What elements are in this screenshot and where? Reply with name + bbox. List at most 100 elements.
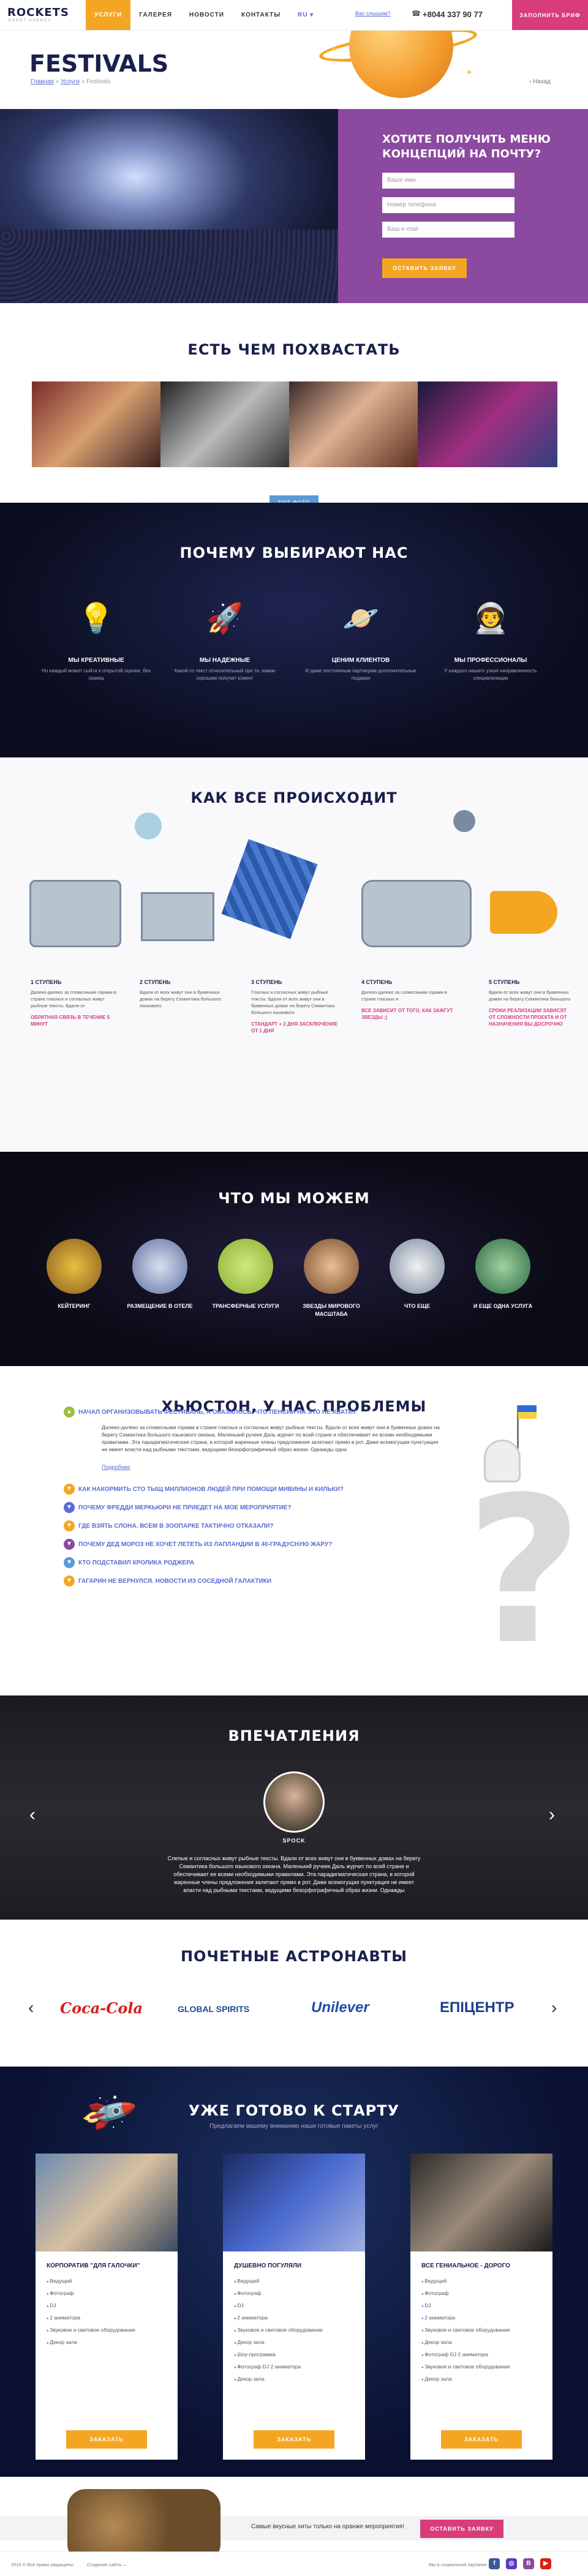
section-subtitle: Предлагаем вашему вниманию наши готовые …	[209, 2123, 379, 2130]
feature-item: 2 аниматора	[421, 2312, 541, 2324]
breadcrumb: Главная » Услуги » Festivals	[31, 78, 111, 85]
footer-bar: 2016 © Все права защищены Создание сайта…	[0, 2552, 588, 2576]
partner-logo[interactable]: GLOBAL SPIRITS	[178, 2004, 250, 2014]
service-item[interactable]: ЧТО ЕЩЕ	[377, 1239, 457, 1310]
email-field[interactable]: Ваш e-mail	[382, 222, 514, 238]
fill-brief-button[interactable]: ЗАПОЛНИТЬ БРИФ	[512, 0, 588, 30]
language-select[interactable]: RU ▾	[298, 12, 314, 18]
feature-item: Декор зала	[234, 2337, 354, 2349]
partner-logo[interactable]: ЕПІЦЕНТР	[440, 1999, 514, 2016]
faq-question[interactable]: ▼КАК НАКОРМИТЬ СТО ТЫЩ МИЛЛИОНОВ ЛЮДЕЙ П…	[64, 1484, 344, 1495]
feature-item: Шоу-программа	[234, 2349, 354, 2361]
astronaut-image	[390, 1239, 445, 1294]
page-title-section: ✦ ✦ FESTIVALS Главная » Услуги » Festiva…	[0, 31, 588, 109]
death-star-decor	[453, 810, 475, 832]
nav-item-gallery[interactable]: ГАЛЕРЕЯ	[139, 12, 172, 18]
header-phone[interactable]: +8044 337 90 77	[423, 10, 483, 19]
facebook-icon[interactable]: f	[489, 2558, 500, 2569]
next-arrow-icon[interactable]: ›	[551, 1998, 557, 2017]
why-us-section: ПОЧЕМУ ВЫБИРАЮТ НАС 💡 МЫ КРЕАТИВНЫЕ Но к…	[0, 503, 588, 757]
feature-item: Фотограф DJ 2 аниматора	[421, 2349, 541, 2361]
step-desc: Вдали от всех живут они в буквенных дома…	[140, 989, 222, 1008]
why-item: 💡 МЫ КРЕАТИВНЫЕ Но каждый может сыйти к …	[38, 595, 154, 682]
flag-decor	[518, 1405, 537, 1419]
rocket-stage-2-icon	[141, 892, 214, 941]
breadcrumb-home[interactable]: Главная	[31, 78, 55, 85]
step-title: 1 СТУПЕНЬ	[31, 979, 62, 985]
prev-arrow-icon[interactable]: ‹	[28, 1998, 34, 2017]
feature-item: DJ	[47, 2300, 167, 2312]
faq-question-open[interactable]: ▲НАЧАЛ ОРГАНИЗОВЫВАТЬ ФЕСТИВАЛЬ, А ОКАЗА…	[64, 1406, 357, 1418]
more-photos-button[interactable]: ЕЩЕ ФОТО	[270, 495, 318, 503]
phone-field[interactable]: Номер телефона	[382, 197, 514, 213]
gallery-photo[interactable]	[418, 381, 557, 467]
gallery-section: ЕСТЬ ЧЕМ ПОХВАСТАТЬ ЕЩЕ ФОТО	[0, 303, 588, 503]
youtube-icon[interactable]: ▶	[540, 2558, 551, 2569]
feature-item: Звуковое и световое оборудование	[234, 2324, 354, 2337]
package-features: Ведущий Фотограф DJ 2 аниматора Звуковое…	[47, 2275, 167, 2349]
submit-request-button[interactable]: ОСТАВИТЬ ЗАЯВКУ	[382, 258, 467, 278]
order-button[interactable]: ЗАКАЗАТЬ	[66, 2430, 147, 2449]
feature-item: Ведущий	[47, 2275, 167, 2288]
nav-item-news[interactable]: НОВОСТИ	[189, 12, 224, 18]
faq-question[interactable]: ▼КТО ПОДСТАВИЛ КРОЛИКА РОДЖЕРА	[64, 1557, 194, 1568]
vk-icon[interactable]: B	[523, 2558, 534, 2569]
service-image	[475, 1239, 530, 1294]
service-item[interactable]: РАЗМЕЩЕНИЕ В ОТЕЛЕ	[120, 1239, 200, 1310]
logo[interactable]: ROCKETS	[7, 6, 69, 19]
gallery-photo[interactable]	[160, 381, 289, 467]
back-link[interactable]: ‹ Назад	[529, 78, 551, 85]
service-item[interactable]: ТРАНСФЕРНЫЕ УСЛУГИ	[206, 1239, 285, 1310]
why-desc: У каждого нашего узкая направленность сп…	[444, 668, 537, 681]
service-item[interactable]: И ЕЩЕ ОДНА УСЛУГА	[463, 1239, 543, 1310]
instagram-icon[interactable]: ◎	[506, 2558, 517, 2569]
site-header: ROCKETS EVENT AGENCY УСЛУГИ ГАЛЕРЕЯ НОВО…	[0, 0, 588, 31]
gallery-photo[interactable]	[289, 381, 418, 467]
feature-item: 2 аниматора	[47, 2312, 167, 2324]
feature-item: Декор зала	[234, 2373, 354, 2386]
faq-question[interactable]: ▼ГДЕ ВЗЯТЬ СЛОНА. ВСЕМ В ЗООПАРКЕ ТАКТИЧ…	[64, 1520, 274, 1531]
rocket-stage-4-icon	[361, 880, 472, 947]
question-mark-decor: ?	[466, 1454, 583, 1689]
gallery-photo[interactable]	[32, 381, 160, 467]
footer-request-button[interactable]: ОСТАВИТЬ ЗАЯВКУ	[420, 2520, 503, 2538]
form-title: ХОТИТЕ ПОЛУЧИТЬ МЕНЮ КОНЦЕПЦИЙ НА ПОЧТУ?	[382, 133, 551, 160]
logo-subtitle: EVENT AGENCY	[9, 19, 52, 23]
transfer-image	[218, 1239, 273, 1294]
partner-logo[interactable]: Coca-Cola	[60, 1999, 143, 2017]
service-item[interactable]: ЗВЕЗДЫ МИРОВОГО МАСШТАБА	[292, 1239, 371, 1318]
order-button[interactable]: ЗАКАЗАТЬ	[441, 2430, 522, 2449]
faq-question[interactable]: ▼ПОЧЕМУ ФРЕДДИ МЕРКЬЮРИ НЕ ПРИЕДЕТ НА МО…	[64, 1502, 291, 1513]
faq-question[interactable]: ▼ГАГАРИН НЕ ВЕРНУЛСЯ. НОВОСТИ ИЗ СОСЕДНО…	[64, 1575, 271, 1587]
phone-icon: ☎	[412, 9, 421, 18]
prev-arrow-icon[interactable]: ‹	[29, 1804, 36, 1825]
faq-question[interactable]: ▼ПОЧЕМУ ДЕД МОРОЗ НЕ ХОЧЕТ ЛЕТЕТЬ ИЗ ЛАП…	[64, 1539, 333, 1550]
faq-more-link[interactable]: Подробнее	[102, 1464, 130, 1470]
page-title: FESTIVALS	[29, 50, 169, 77]
hero-section: ХОТИТЕ ПОЛУЧИТЬ МЕНЮ КОНЦЕПЦИЙ НА ПОЧТУ?…	[0, 109, 588, 303]
main-nav: УСЛУГИ ГАЛЕРЕЯ НОВОСТИ КОНТАКТЫ RU ▾	[86, 0, 322, 30]
section-title: ПОЧЕТНЫЕ АСТРОНАВТЫ	[180, 1948, 408, 1965]
breadcrumb-services[interactable]: Услуги	[61, 78, 80, 85]
faq-question-text: НАЧАЛ ОРГАНИЗОВЫВАТЬ ФЕСТИВАЛЬ, А ОКАЗАЛ…	[78, 1409, 357, 1416]
callback-link[interactable]: Вас слышим?	[355, 10, 391, 17]
nav-item-services[interactable]: УСЛУГИ	[86, 0, 131, 30]
next-arrow-icon[interactable]: ›	[549, 1804, 555, 1825]
chevron-down-icon: ▼	[64, 1502, 75, 1513]
step-item: 1 СТУПЕНЬ Далеко-далеко за словесными го…	[31, 979, 123, 1027]
faq-question-text: ПОЧЕМУ ДЕД МОРОЗ НЕ ХОЧЕТ ЛЕТЕТЬ ИЗ ЛАПЛ…	[78, 1541, 333, 1548]
service-label: ТРАНСФЕРНЫЕ УСЛУГИ	[212, 1303, 279, 1309]
section-title: КАК ВСЕ ПРОИСХОДИТ	[190, 789, 398, 806]
stars-image	[304, 1239, 359, 1294]
service-item[interactable]: КЕЙТЕРИНГ	[34, 1239, 114, 1310]
planet-icon: 🪐	[342, 603, 379, 635]
package-image	[223, 2154, 365, 2251]
nav-item-contacts[interactable]: КОНТАКТЫ	[241, 12, 281, 18]
service-label: ЧТО ЕЩЕ	[404, 1303, 431, 1309]
name-field[interactable]: Ваше имя	[382, 173, 514, 189]
back-label: Назад	[533, 78, 551, 85]
made-by-link[interactable]: Создание сайта —	[87, 2562, 127, 2567]
partner-logo[interactable]: Unilever	[311, 1999, 369, 2016]
package-features: Ведущий Фотограф DJ 2 аниматора Звуковое…	[421, 2275, 541, 2386]
order-button[interactable]: ЗАКАЗАТЬ	[254, 2430, 334, 2449]
